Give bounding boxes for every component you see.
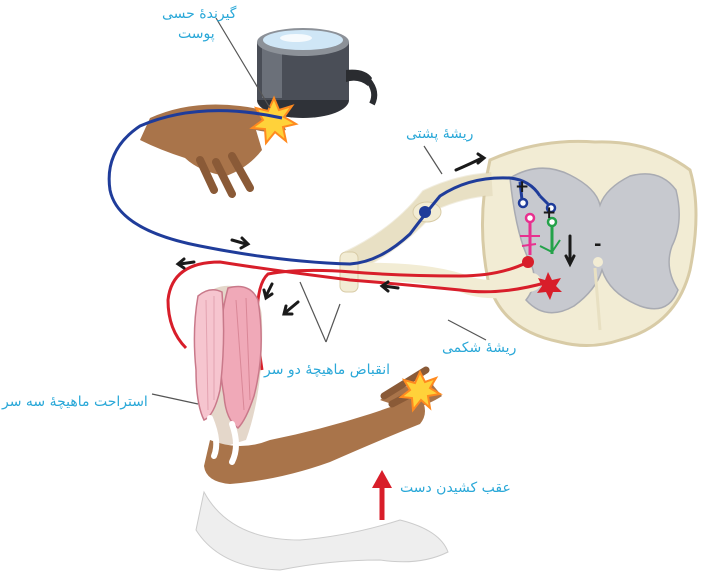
sensory-receptor-label-line1: گیرندهٔ حسی	[162, 6, 236, 22]
dorsal-root-label: ریشهٔ پشتی	[406, 126, 473, 142]
plus-sign-2: +	[542, 203, 556, 223]
ventral-root-label: ریشهٔ شکمی	[442, 340, 516, 356]
plus-sign-1: +	[515, 177, 529, 197]
triceps-relaxation-label: استراحت ماهیچهٔ سه سر	[2, 394, 148, 410]
withdrawal-arrow-icon	[372, 470, 392, 520]
minus-sign: -	[594, 234, 601, 255]
spinal-cord-section	[482, 141, 696, 345]
sensory-receptor-label-line2: پوست	[178, 26, 215, 42]
hand-withdrawal-label: عقب کشیدن دست	[400, 480, 511, 496]
biceps-contraction-label: انقباض ماهیچهٔ دو سر	[264, 362, 390, 378]
